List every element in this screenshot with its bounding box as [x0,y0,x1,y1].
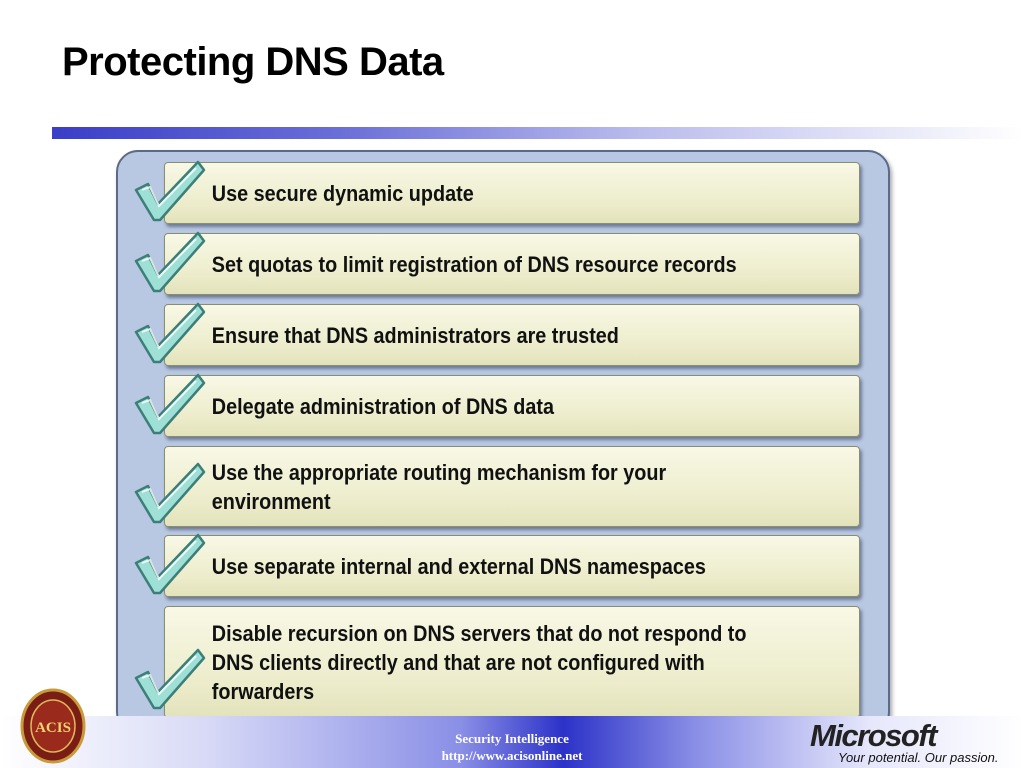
checkmark-icon [134,160,206,222]
bullet-item-4: Delegate administration of DNS data [164,375,860,437]
bullet-text: Use the appropriate routing mechanism fo… [211,459,667,514]
bullet-text: Set quotas to limit registration of DNS … [211,251,737,277]
bullet-text: Ensure that DNS administrators are trust… [211,322,619,348]
checkmark-icon [134,533,206,595]
bullet-text: Disable recursion on DNS servers that do… [211,620,747,704]
bullet-item-6: Use separate internal and external DNS n… [164,535,860,597]
bullet-item-7: Disable recursion on DNS servers that do… [164,606,860,718]
checkmark-icon [134,462,206,524]
checkmark-icon [134,373,206,435]
acis-logo-text: ACIS [35,720,71,736]
checkmark-icon [134,648,206,710]
microsoft-logo: Microsoft [810,718,938,753]
microsoft-tagline: Your potential. Our passion. [838,750,999,765]
slide-title: Protecting DNS Data [62,40,444,84]
bullet-text: Use secure dynamic update [211,180,474,206]
bullet-text: Delegate administration of DNS data [211,393,554,419]
title-underline [52,127,1024,139]
footer-line-1: Security Intelligence [455,731,569,746]
bullet-item-2: Set quotas to limit registration of DNS … [164,233,860,295]
bullet-item-3: Ensure that DNS administrators are trust… [164,304,860,366]
bullet-text: Use separate internal and external DNS n… [211,553,706,579]
bullet-item-5: Use the appropriate routing mechanism fo… [164,446,860,527]
footer-band [0,716,1024,768]
checkmark-icon [134,231,206,293]
bullet-item-1: Use secure dynamic update [164,162,860,224]
footer-url: http://www.acisonline.net [441,748,583,763]
checkmark-icon [134,302,206,364]
acis-seal-logo: ACIS [20,688,86,764]
